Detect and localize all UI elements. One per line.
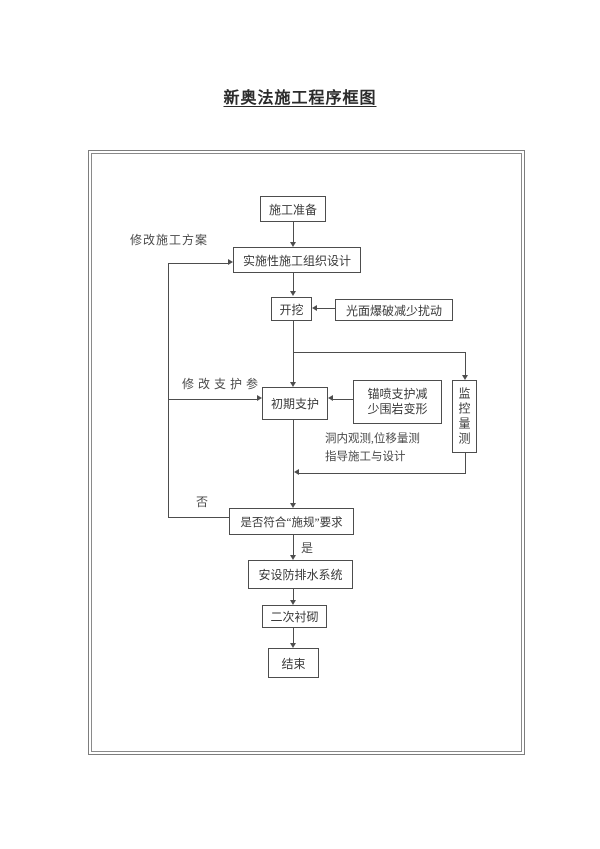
node-construction-preparation: 施工准备 (260, 196, 326, 222)
arrowhead-into-lining-icon (290, 600, 296, 605)
connector-design-to-excavate (293, 273, 294, 292)
arrowhead-into-excavate-icon (290, 291, 296, 296)
arrowhead-anchor-into-initial-support-icon (328, 395, 333, 401)
node-anchor-spray-support-line2: 少围岩变形 (367, 402, 428, 416)
arrowhead-into-check-icon (290, 503, 296, 508)
arrowhead-feedback-into-design-icon (228, 259, 233, 265)
connector-excavate-branch-to-monitoring (293, 352, 466, 353)
node-secondary-lining: 二次衬砌 (262, 605, 327, 628)
connector-blasting-to-excavate (316, 308, 335, 309)
connector-monitoring-down (465, 452, 466, 474)
label-observation-line1: 洞内观测,位移量测 (325, 433, 420, 445)
connector-monitoring-to-mainline (298, 473, 466, 474)
flowchart-border-frame (88, 150, 525, 755)
connector-branch-down-to-monitoring (465, 352, 466, 376)
page-title: 新奥法施工程序框图 (223, 90, 377, 107)
node-anchor-spray-support: 锚喷支护减 少围岩变形 (353, 380, 442, 424)
node-spec-compliance-check: 是否符合“施规”要求 (229, 508, 354, 535)
node-monitoring-measurement-label: 监控量测 (457, 386, 471, 447)
label-modify-construction-plan: 修改施工方案 (130, 233, 209, 247)
label-branch-no: 否 (196, 495, 209, 509)
arrowhead-into-initial-support-icon (290, 382, 296, 387)
label-observation-line2: 指导施工与设计 (325, 451, 406, 463)
arrowhead-into-design-icon (290, 242, 296, 247)
connector-check-to-drainage (293, 535, 294, 556)
connector-anchor-to-initial-support (332, 399, 353, 400)
arrowhead-into-monitoring-icon (462, 375, 468, 380)
arrowhead-blasting-into-excavate-icon (312, 305, 317, 311)
connector-initial-support-to-check (293, 420, 294, 504)
node-anchor-spray-support-line1: 锚喷支护减 (367, 387, 428, 401)
flowchart-border-frame-inner (91, 153, 522, 752)
node-initial-support: 初期支护 (262, 387, 328, 420)
arrowhead-into-end-icon (290, 643, 296, 648)
connector-drainage-to-lining (293, 589, 294, 601)
connector-prep-to-design (293, 222, 294, 243)
arrowhead-into-drainage-icon (290, 555, 296, 560)
connector-lining-to-end (293, 628, 294, 644)
connector-feedback-to-initial-support (168, 399, 258, 400)
label-branch-yes: 是 (301, 541, 314, 555)
node-drainage-system: 安设防排水系统 (248, 560, 353, 589)
connector-feedback-to-design (168, 263, 229, 264)
arrowhead-feedback-into-initial-support-icon (257, 395, 262, 401)
connector-feedback-vertical (168, 263, 169, 518)
label-modify-support-parameters: 修改支护参 (182, 377, 263, 391)
node-excavation: 开挖 (271, 297, 312, 321)
arrowhead-monitoring-into-mainline-icon (294, 469, 299, 475)
node-end: 结束 (268, 648, 319, 678)
node-construction-organization-design: 实施性施工组织设计 (233, 247, 361, 273)
node-monitoring-measurement: 监控量测 (452, 380, 477, 453)
connector-check-no-out (168, 517, 229, 518)
node-smooth-blasting: 光面爆破减少扰动 (335, 299, 453, 321)
